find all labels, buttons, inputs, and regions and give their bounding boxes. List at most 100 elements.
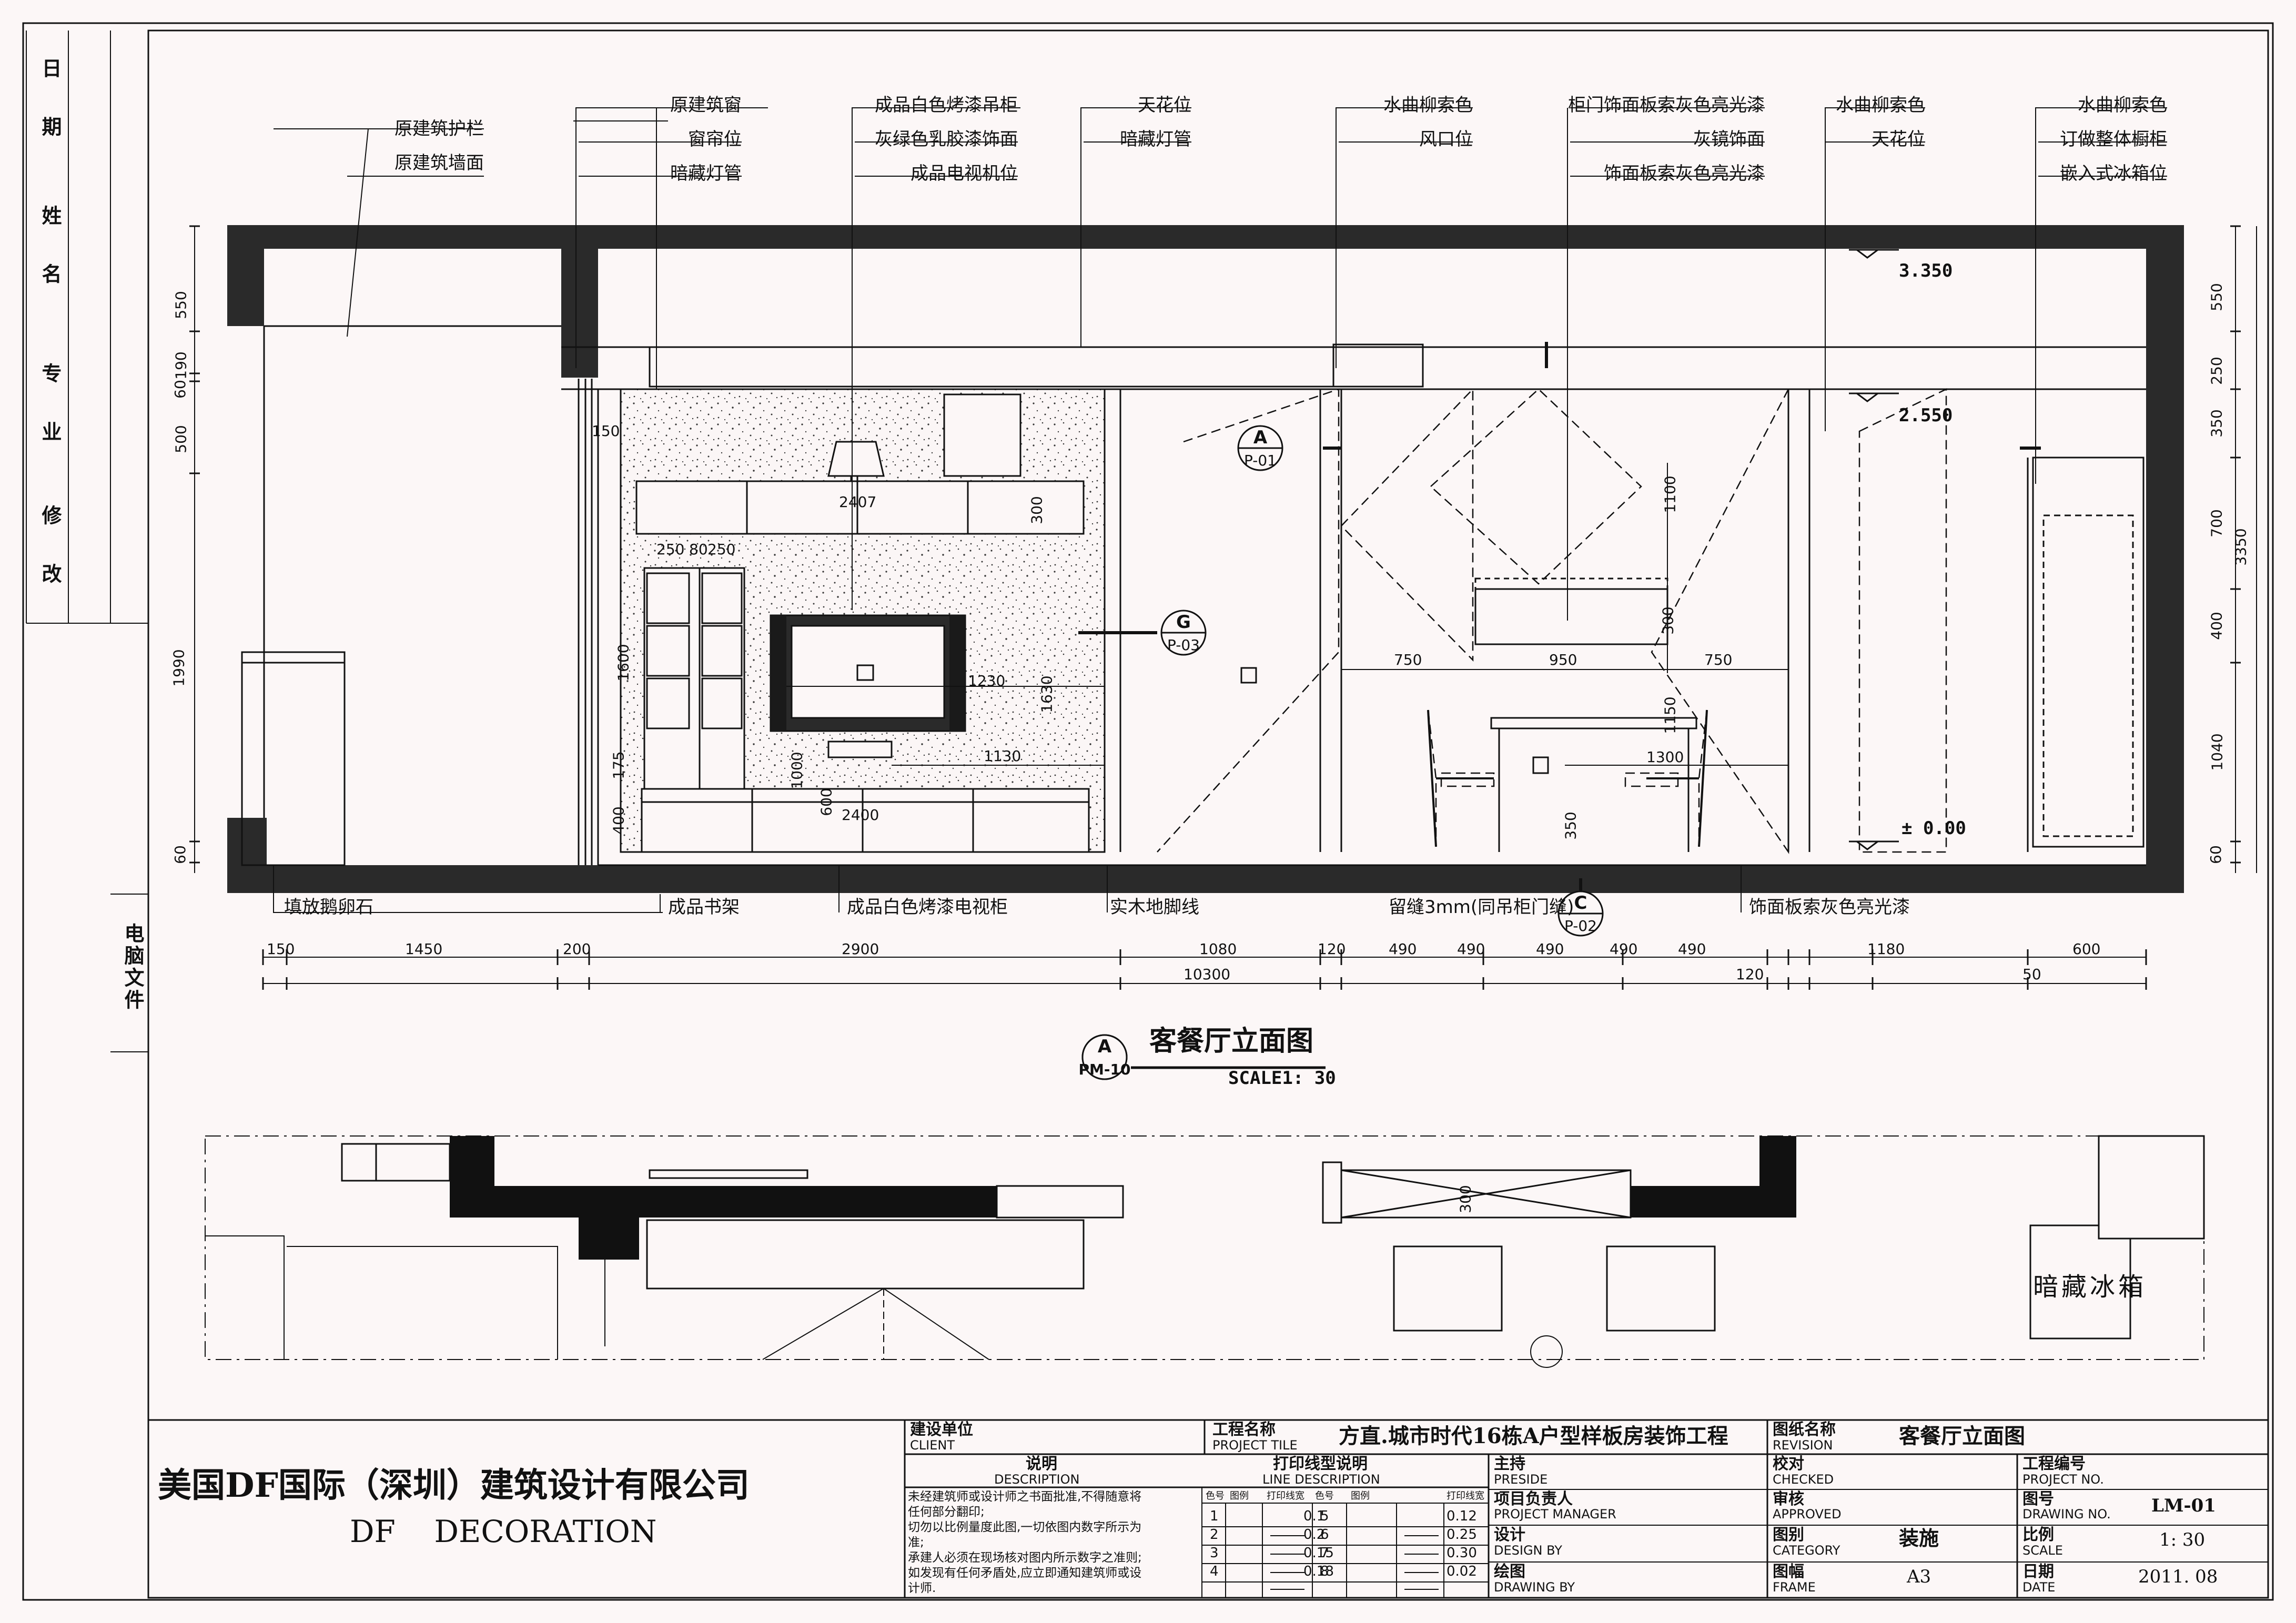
dim-right-350: 350 [2208, 409, 2226, 438]
level-3350: 3.350 [1899, 260, 1953, 281]
dim-right-400: 400 [2208, 612, 2226, 640]
dim-left-550: 550 [172, 291, 190, 319]
scale-en: SCALE [2022, 1543, 2063, 1558]
description-line: 如发现有任何矛盾处,应立即通知建筑师或设 [908, 1566, 1142, 1580]
callout-top-0-0: 原建筑护栏 [395, 118, 484, 139]
client-label-en: CLIENT [910, 1438, 955, 1453]
pm-en: PROJECT MANAGER [1494, 1507, 1616, 1521]
section-g-sheet: P-03 [1167, 636, 1200, 654]
dim-250a: 250 [656, 541, 685, 558]
dim-right-700: 700 [2208, 509, 2226, 537]
dim-bottom-0: 150 [267, 940, 295, 958]
drawing-name-en: REVISION [1773, 1438, 1833, 1453]
line-table-cell: 5 [1320, 1508, 1329, 1524]
line-table-cell: 3 [1210, 1545, 1219, 1561]
drawing-by-cn: 绘图 [1494, 1563, 1525, 1581]
dim-350: 350 [1562, 812, 1580, 840]
callout-bottom-2: 成品白色烤漆电视柜 [847, 897, 1008, 918]
dim-left-190: 190 [172, 351, 190, 380]
approved-cn: 审核 [1773, 1490, 1804, 1508]
drawing-no-en: DRAWING NO. [2022, 1507, 2111, 1521]
line-desc-cn: 打印线型说明 [1273, 1455, 1368, 1473]
line-table-cell: 7 [1320, 1545, 1329, 1561]
dim-left-60: 60 [171, 380, 189, 399]
scale-cn: 比例 [2022, 1526, 2054, 1544]
dim-left-60b: 60 [171, 845, 189, 864]
project-no-cn: 工程编号 [2022, 1455, 2086, 1473]
preside-en: PRESIDE [1494, 1472, 1548, 1487]
date-value: 2011. 08 [2138, 1566, 2218, 1587]
description-cn: 说明 [1026, 1455, 1057, 1473]
dim-bottom-11: 120 [1736, 966, 1764, 983]
line-table-cell: 0.30 [1447, 1545, 1477, 1561]
drawing-mark-sheet: PM-10 [1078, 1061, 1131, 1078]
line-table-cell: 1 [1210, 1508, 1219, 1524]
level-0: ± 0.00 [1901, 818, 1966, 839]
dim-right-550: 550 [2208, 283, 2226, 311]
line-table-cell: 0.2 [1303, 1527, 1326, 1543]
callout-bottom-4: 留缝3mm(同吊柜门缝) [1389, 897, 1574, 918]
line-table-header: 色号 [1315, 1490, 1334, 1502]
dim-1100: 1100 [1661, 475, 1679, 513]
drawing-no-cn: 图号 [2022, 1490, 2054, 1508]
dim-bottom-3: 2900 [842, 940, 879, 958]
line-table-cell: 0.1 [1303, 1508, 1326, 1524]
project-title-cn: 工程名称 [1212, 1421, 1276, 1439]
description-en: DESCRIPTION [994, 1472, 1080, 1487]
dim-1600: 1600 [614, 644, 632, 682]
callout-top-5-1: 灰镜饰面 [1693, 129, 1765, 150]
dim-1300: 1300 [1646, 748, 1684, 766]
line-table-cell: 2 [1210, 1527, 1219, 1543]
line-table-header: 图例 [1230, 1490, 1249, 1502]
dim-2407: 2407 [839, 493, 877, 511]
dim-2400: 2400 [842, 806, 879, 824]
date-en: DATE [2022, 1580, 2056, 1595]
dim-right-1040: 1040 [2208, 733, 2226, 771]
callout-top-2-2: 成品电视机位 [911, 163, 1018, 184]
description-line: 未经建筑师或设计师之书面批准,不得随意将 [908, 1490, 1142, 1504]
project-title-value: 方直.城市时代16栋A户型样板房装饰工程 [1339, 1424, 1728, 1448]
callout-top-3-1: 暗藏灯管 [1120, 129, 1191, 150]
design-en: DESIGN BY [1494, 1543, 1562, 1558]
revision-name-label: 姓 名 [38, 205, 62, 300]
dim-1150: 1150 [1661, 696, 1679, 734]
line-table-header: 打印线宽 [1267, 1490, 1304, 1502]
dim-bottom-14: 600 [2072, 940, 2101, 958]
frame-cn: 图幅 [1773, 1563, 1804, 1581]
dim-bottom-8: 490 [1536, 940, 1564, 958]
frame-en: FRAME [1773, 1580, 1816, 1595]
line-table-cell: 0.15 [1303, 1545, 1334, 1561]
client-label-cn: 建设单位 [910, 1421, 973, 1439]
drawing-mark-letter: A [1097, 1036, 1112, 1057]
callout-top-0-1: 原建筑墙面 [395, 153, 484, 174]
dim-80: 80 [689, 541, 708, 558]
callout-top-7-1: 订做整体橱柜 [2060, 129, 2167, 150]
dim-1230: 1230 [968, 672, 1006, 689]
description-line: 切勿以比例量度此图,一切依图内数字所示为 [908, 1520, 1142, 1534]
line-table-cell: 0.18 [1303, 1564, 1334, 1579]
dim-950: 950 [1549, 651, 1577, 668]
callout-top-5-2: 饰面板索灰色亮光漆 [1604, 163, 1765, 184]
line-table-cell: 0.02 [1447, 1564, 1477, 1579]
section-c-letter: C [1574, 892, 1587, 914]
dim-bottom-13: 50 [2022, 966, 2041, 983]
line-table-header: 打印线宽 [1447, 1490, 1484, 1502]
description-line: 承建人必须在现场核对图内所示数字之准则; [908, 1551, 1142, 1565]
dim-1130: 1130 [984, 747, 1021, 765]
scale-value: 1: 30 [2159, 1529, 2206, 1550]
callout-bottom-5: 饰面板索灰色亮光漆 [1749, 897, 1910, 918]
checked-cn: 校对 [1773, 1455, 1804, 1473]
dim-150: 150 [592, 422, 620, 440]
dim-250b: 250 [707, 541, 736, 558]
dim-right-250: 250 [2208, 357, 2226, 385]
dim-bottom-4: 1080 [1199, 940, 1237, 958]
dim-750b: 750 [1704, 651, 1733, 668]
revision-date-label: 日 期 [38, 58, 62, 153]
project-title-en: PROJECT TILE [1212, 1438, 1298, 1453]
dim-bottom-9: 490 [1610, 940, 1638, 958]
callout-top-5-0: 柜门饰面板索灰色亮光漆 [1568, 95, 1765, 116]
drawing-title: 客餐厅立面图 [1149, 1026, 1314, 1057]
revision-discipline-label: 专 业 [38, 363, 62, 458]
callout-top-1-2: 暗藏灯管 [670, 163, 742, 184]
